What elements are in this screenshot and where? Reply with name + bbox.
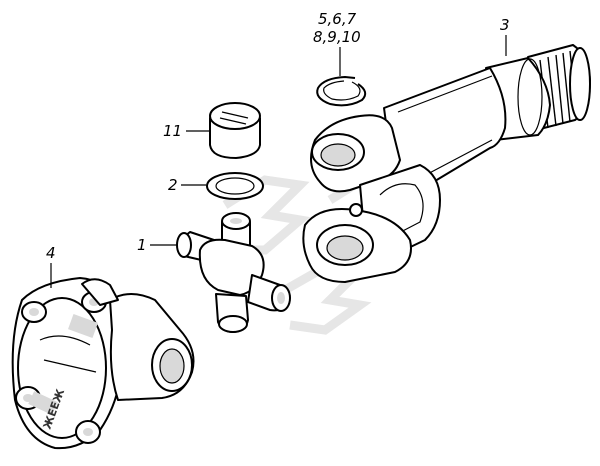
callout-4-label: 4 [46, 244, 56, 262]
callout-8-10-label: 8,9,10 [313, 28, 361, 46]
callout-2-label: 2 [168, 176, 178, 194]
callout-1: 1 [137, 236, 176, 254]
callout-1-label: 1 [137, 236, 147, 254]
callout-5-10: 5,6,7 8,9,10 [313, 10, 361, 76]
callout-5-7-label: 5,6,7 [318, 10, 357, 28]
callout-4: 4 [46, 244, 56, 288]
callout-2: 2 [168, 176, 206, 194]
part-4-flange-yoke: ЖЕЕЖ [11, 277, 195, 450]
part-11-bearing-cup [209, 102, 261, 159]
part-2-seal-ring [206, 172, 264, 200]
callout-11: 11 [163, 122, 209, 140]
callout-3: 3 [500, 16, 510, 56]
part-5-10-snap-ring [316, 76, 367, 107]
part-3-yoke-shaft [302, 44, 591, 283]
part-1-cross-spider [176, 212, 291, 333]
callout-11-label: 11 [163, 122, 182, 140]
callout-3-label: 3 [500, 16, 510, 34]
